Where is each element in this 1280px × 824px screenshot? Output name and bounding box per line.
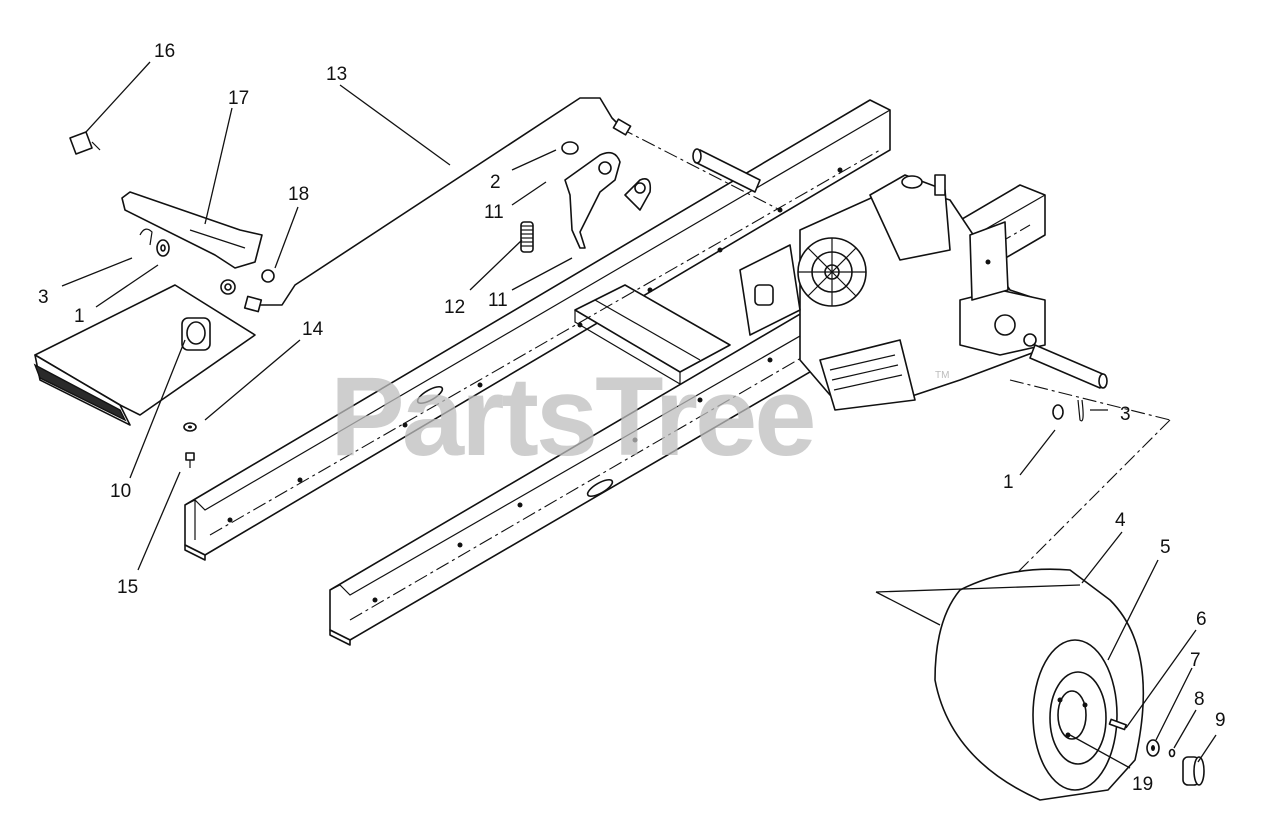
washer-14 — [183, 422, 197, 432]
callout-1-left: 1 — [74, 306, 85, 327]
washer-left — [156, 239, 170, 257]
callout-18: 18 — [288, 184, 309, 205]
callout-6: 6 — [1196, 609, 1207, 630]
washer-right — [1052, 404, 1064, 420]
cotter-pin-right — [1077, 399, 1084, 422]
watermark-text: PartsTree — [330, 354, 814, 479]
watermark: PartsTree TM — [330, 354, 949, 479]
e-ring-8 — [1168, 748, 1176, 758]
callout-19: 19 — [1132, 774, 1153, 795]
callout-3-right: 3 — [1120, 404, 1131, 425]
axle-shaft-left — [692, 148, 761, 193]
rear-tire — [934, 568, 1145, 801]
retainer-ring-2 — [561, 141, 579, 155]
callout-16: 16 — [154, 41, 175, 62]
axle-shaft-right — [1029, 344, 1108, 389]
pedal-pivot — [220, 269, 275, 295]
callout-17: 17 — [228, 88, 249, 109]
frame-rail-front — [184, 99, 891, 561]
key-6 — [1108, 718, 1128, 731]
callout-8: 8 — [1194, 689, 1205, 710]
shift-link-bracket — [564, 151, 652, 249]
callout-2: 2 — [490, 172, 501, 193]
callouts: 16 17 13 18 3 1 2 11 12 11 14 10 15 3 1 … — [38, 41, 1226, 795]
crossmember — [574, 284, 731, 386]
brake-pedal-arm — [121, 191, 263, 269]
cotter-pin-left — [139, 228, 153, 246]
callout-5: 5 — [1160, 537, 1171, 558]
wheel-rim — [1049, 671, 1107, 765]
screw-15 — [185, 452, 195, 468]
washer-7 — [1146, 739, 1160, 757]
callout-1-right: 1 — [1003, 472, 1014, 493]
transaxle-bracket-right — [969, 221, 1009, 301]
leader-lines — [61, 61, 1217, 769]
spring-12 — [520, 221, 534, 253]
callout-12: 12 — [444, 297, 465, 318]
callout-15: 15 — [117, 577, 138, 598]
callout-4: 4 — [1115, 510, 1126, 531]
callout-3-left: 3 — [38, 287, 49, 308]
callout-11-upper: 11 — [484, 202, 504, 223]
shift-rod — [243, 97, 632, 313]
callout-14: 14 — [302, 319, 324, 340]
callout-7: 7 — [1190, 650, 1201, 671]
watermark-trademark: TM — [935, 370, 949, 381]
transaxle-bracket-left — [739, 244, 801, 336]
callout-11-lower: 11 — [488, 290, 508, 311]
hub-cap-9 — [1182, 756, 1205, 786]
transaxle — [797, 174, 1046, 411]
pedal-bolt — [69, 131, 101, 155]
callout-13: 13 — [326, 64, 347, 85]
callout-10: 10 — [110, 481, 131, 502]
callout-9: 9 — [1215, 710, 1226, 731]
footrest-pan — [33, 284, 256, 426]
